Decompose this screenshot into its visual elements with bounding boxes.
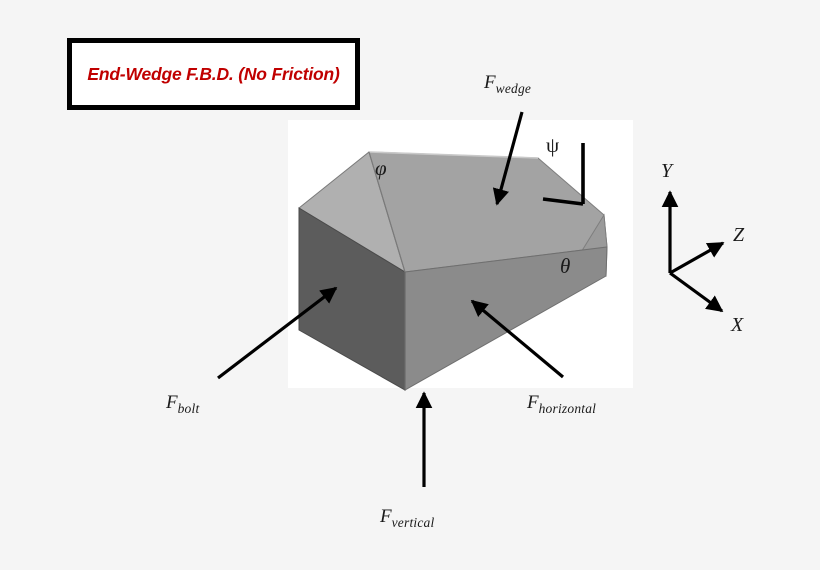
angle-label-phi: φ xyxy=(375,156,387,180)
axes-triad xyxy=(661,190,725,313)
axis-label-y: Y xyxy=(661,160,673,182)
force-label-wedge: Fwedge xyxy=(484,72,531,97)
axis-label-x: X xyxy=(731,314,744,336)
force-sub-wedge: wedge xyxy=(495,80,532,96)
psi-angle-marker xyxy=(542,143,585,206)
force-sub-horizontal: horizontal xyxy=(538,400,597,416)
force-base-horizontal: F xyxy=(527,392,539,413)
force-label-horizontal: Fhorizontal xyxy=(527,392,596,417)
force-base-vertical: F xyxy=(380,506,392,527)
force-sub-vertical: vertical xyxy=(391,514,435,530)
force-label-bolt: Fbolt xyxy=(166,392,199,417)
arrow-f-wedge xyxy=(492,111,524,206)
arrow-f-bolt xyxy=(217,286,338,380)
force-base-bolt: F xyxy=(166,392,178,413)
title-box: End-Wedge F.B.D. (No Friction) xyxy=(67,38,360,110)
axis-label-z: Z xyxy=(733,224,745,246)
wedge-edge-apex xyxy=(368,151,406,273)
force-base-wedge: F xyxy=(484,72,496,93)
axis-z-line xyxy=(669,241,725,275)
wedge-solid xyxy=(298,151,608,391)
title-text: End-Wedge F.B.D. (No Friction) xyxy=(87,63,340,84)
arrow-f-horizontal xyxy=(470,299,565,379)
force-label-vertical: Fvertical xyxy=(380,506,434,531)
angle-label-theta: θ xyxy=(560,254,571,278)
axis-x-line xyxy=(669,271,724,313)
angle-label-psi: ψ xyxy=(546,133,560,157)
force-sub-bolt: bolt xyxy=(177,400,200,416)
